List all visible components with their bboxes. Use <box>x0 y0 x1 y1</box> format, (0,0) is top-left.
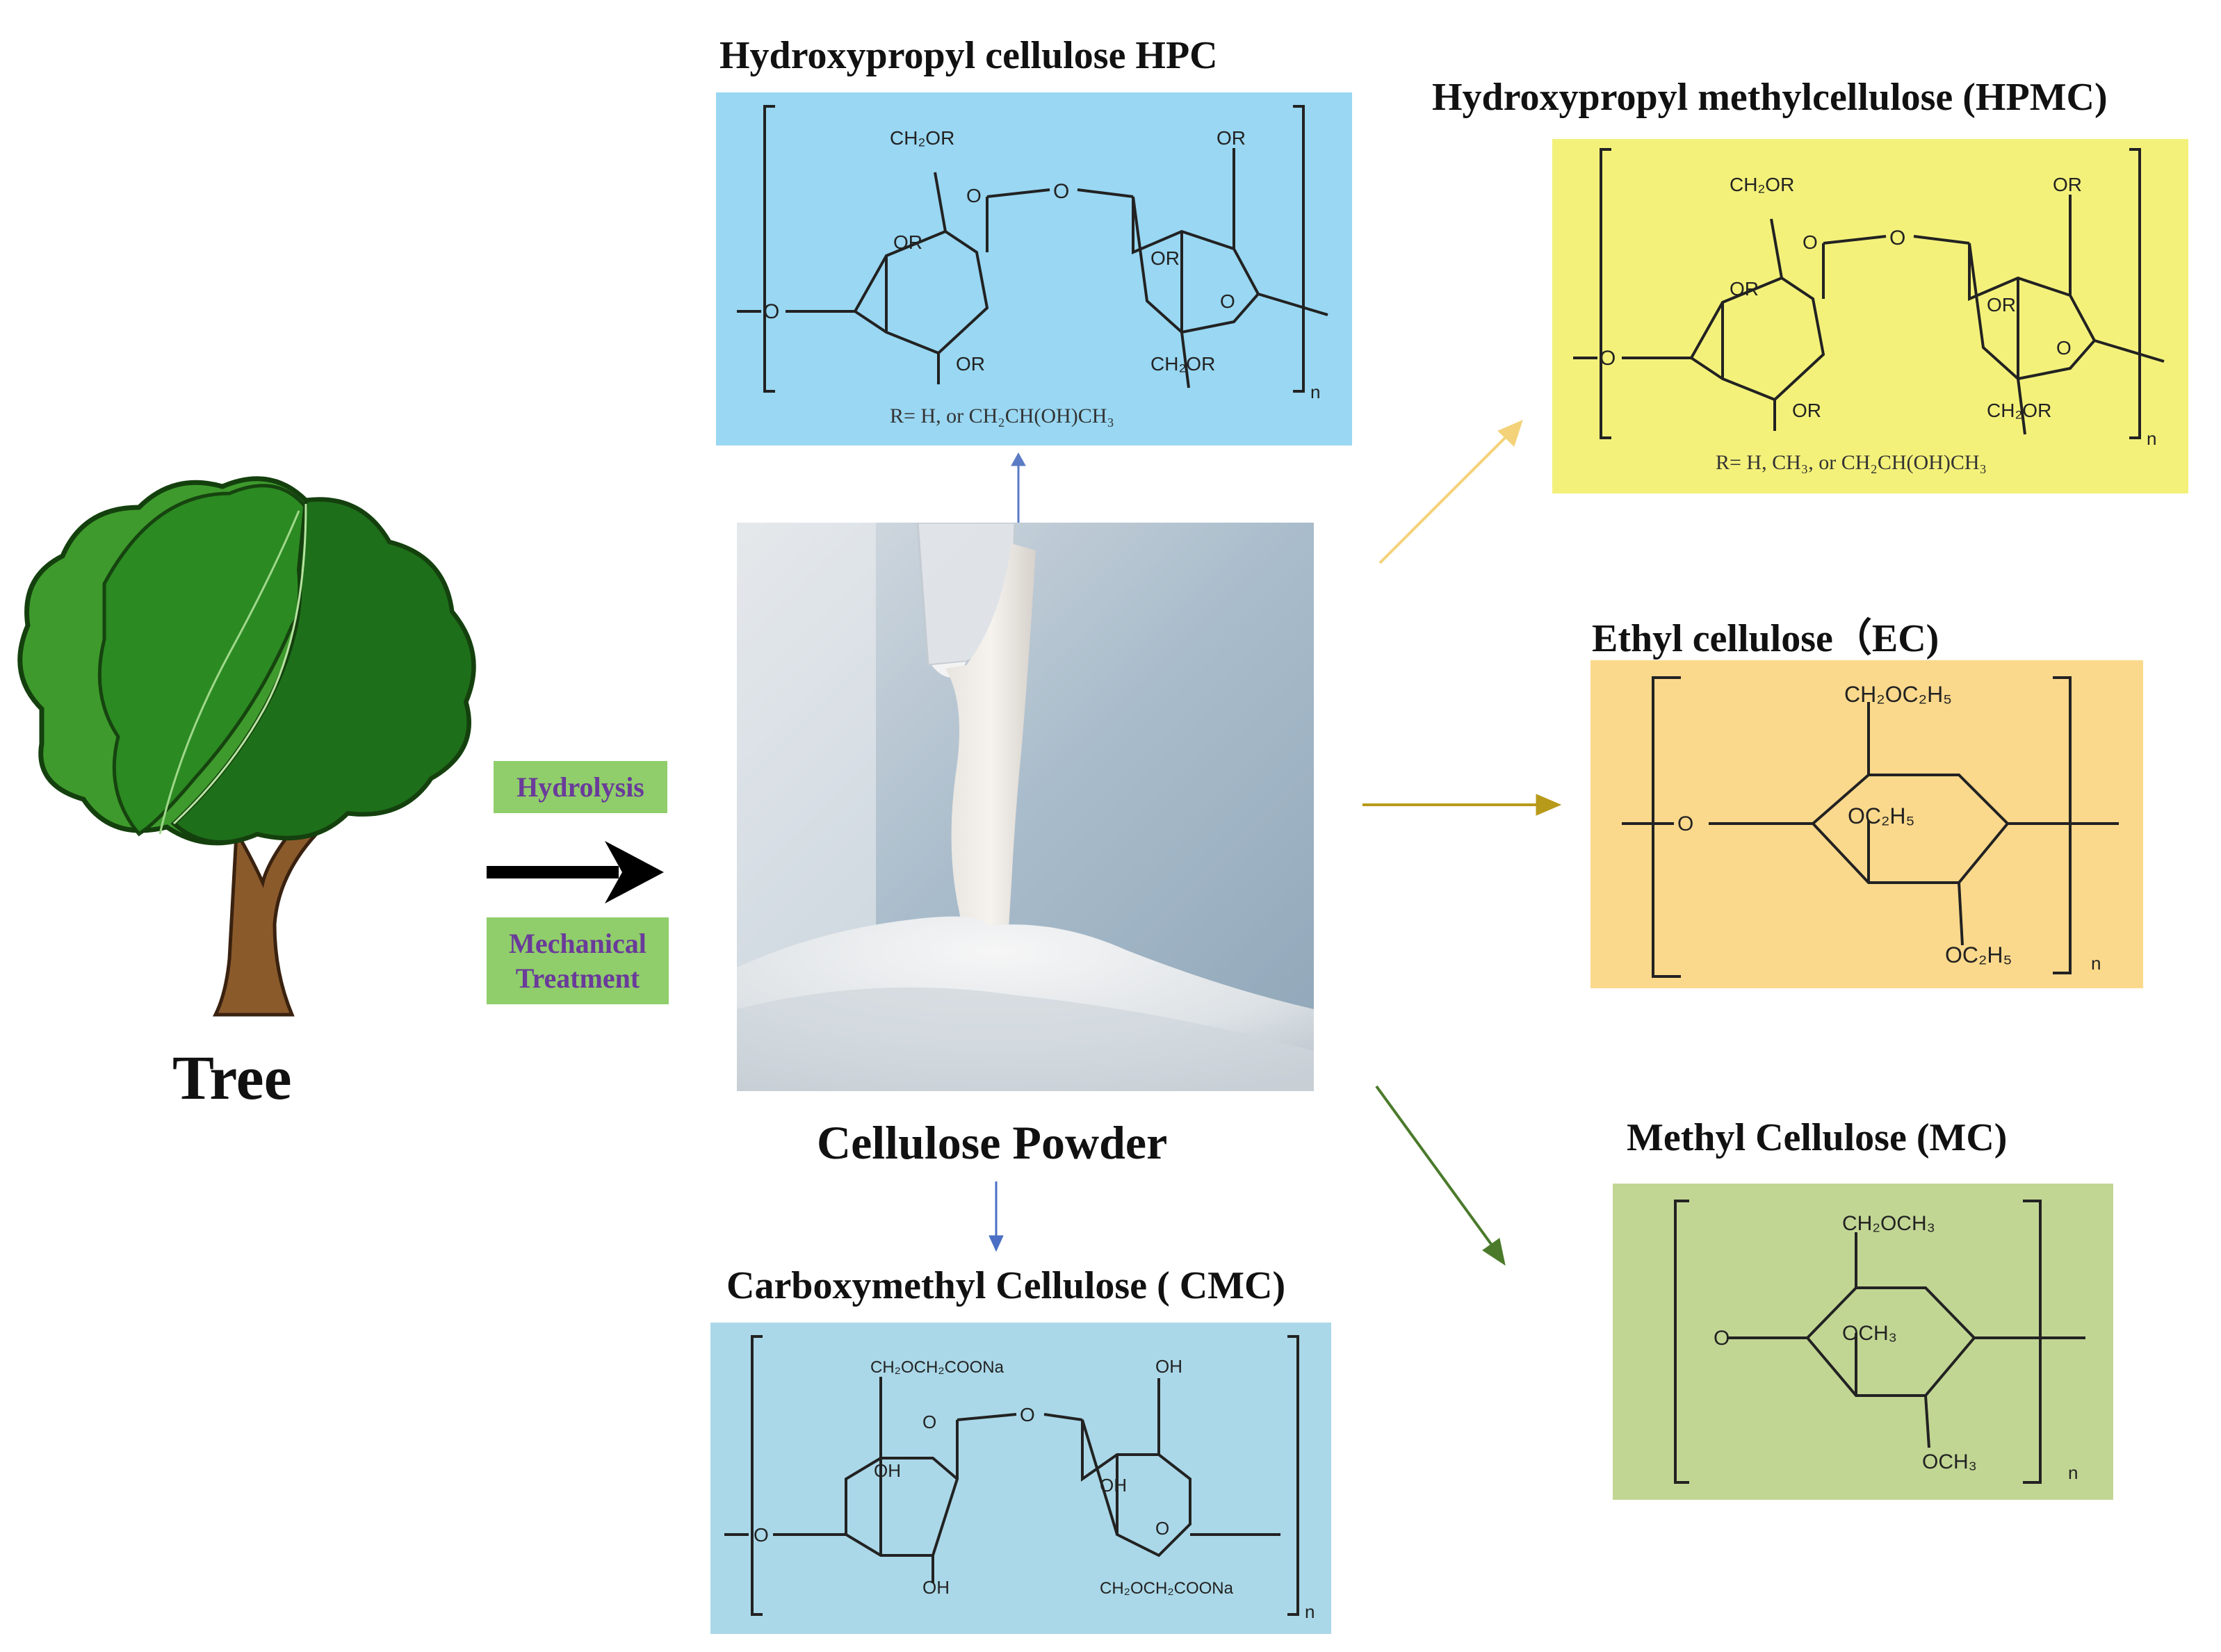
mc-n: n <box>2068 1462 2078 1483</box>
process-arrow <box>487 841 664 903</box>
hpc-or-top: OR <box>1217 127 1246 149</box>
ec-mid-substituent: OC₂H₅ <box>1848 803 1914 828</box>
hpmc-o-ring1: O <box>1803 231 1818 253</box>
cmc-oh-top: OH <box>1155 1356 1182 1377</box>
hpc-o-ring2: O <box>1220 291 1235 312</box>
hpc-n: n <box>1310 382 1320 402</box>
cmc-oh-ring2: OH <box>1100 1475 1127 1496</box>
hpmc-or-top: OR <box>2053 174 2082 195</box>
hpc-o-bridge: O <box>1053 180 1069 203</box>
hpc-title: Hydroxypropyl cellulose HPC <box>719 34 1218 77</box>
hpmc-o-bridge: O <box>1889 227 1905 250</box>
hpmc-background <box>1552 139 2188 493</box>
hpmc-n: n <box>2147 428 2156 449</box>
hpc-o-ring1: O <box>966 185 982 206</box>
tree-illustration <box>17 476 476 1017</box>
mc-structure: CH₂OCH₃ OCH₃ O OCH₃ n <box>1613 1184 2113 1500</box>
mc-top-substituent: CH₂OCH₃ <box>1842 1212 1935 1235</box>
hpmc-ch2or-bottom: CH₂OR <box>1987 400 2051 421</box>
tree-label: Tree <box>172 1044 292 1113</box>
mechanical-treatment-label: Mechanical Treatment <box>487 917 669 1004</box>
ec-title: Ethyl cellulose（EC) <box>1592 617 1939 660</box>
ec-bottom-substituent: OC₂H₅ <box>1945 942 2012 967</box>
cmc-o-left: O <box>754 1524 769 1546</box>
mc-o-left: O <box>1714 1327 1730 1350</box>
treatment-text: Treatment <box>515 962 640 994</box>
arrow-to-hpc <box>1011 452 1026 523</box>
ec-n: n <box>2091 953 2101 974</box>
cmc-ch2-top: CH₂OCH₂COONa <box>870 1358 1004 1377</box>
hpmc-o-left: O <box>1600 347 1616 370</box>
hpmc-title: Hydroxypropyl methylcellulose (HPMC) <box>1432 76 2108 119</box>
hpmc-structure: CH₂OR OR O O OR OR O O OR CH₂OR n R= H, … <box>1552 139 2188 493</box>
cellulose-powder-label: Cellulose Powder <box>817 1116 1168 1169</box>
cellulose-powder-image <box>737 523 1314 1091</box>
hpc-ch2or-bottom: CH₂OR <box>1150 353 1215 375</box>
hpc-background <box>716 92 1352 445</box>
mc-mid-substituent: OCH₃ <box>1842 1322 1897 1345</box>
hpmc-or-bottom: OR <box>1792 400 1821 421</box>
hpmc-ch2or-top: CH₂OR <box>1730 174 1794 195</box>
tree-canopy-mid <box>97 484 319 837</box>
cmc-oh-ring1: OH <box>874 1460 901 1481</box>
mechanical-text: Mechanical <box>509 927 646 959</box>
hpc-r-note: R= H, or CH₂CH(OH)CH₃ <box>890 404 1114 427</box>
cmc-oh-bottom: OH <box>922 1577 950 1598</box>
cmc-o-ring1: O <box>922 1412 936 1432</box>
hpc-or-bottom: OR <box>956 353 985 375</box>
arrow-to-cmc <box>989 1181 1004 1252</box>
cmc-o-bridge: O <box>1020 1404 1035 1425</box>
ec-structure: CH₂OC₂H₅ OC₂H₅ O OC₂H₅ n <box>1591 660 2143 988</box>
mc-bottom-substituent: OCH₃ <box>1922 1450 1977 1473</box>
mc-background <box>1613 1184 2113 1500</box>
hpc-ch2or-top: CH₂OR <box>890 127 954 149</box>
hydrolysis-label: Hydrolysis <box>494 761 667 813</box>
arrow-to-ec <box>1362 794 1562 816</box>
hpc-structure: CH₂OR OR O O OR OR O O OR CH₂OR n R= H, … <box>716 92 1352 445</box>
arrow-to-mc <box>1375 1085 1506 1266</box>
cmc-n: n <box>1305 1601 1315 1622</box>
cmc-structure: CH₂OCH₂COONa OH O O OH OH O O OH CH₂OCH₂… <box>710 1323 1331 1634</box>
hpc-or-ring1: OR <box>893 231 922 253</box>
mc-title: Methyl Cellulose (MC) <box>1627 1116 2008 1159</box>
cmc-ch2-bottom: CH₂OCH₂COONa <box>1100 1579 1234 1598</box>
hpc-or-ring2: OR <box>1150 247 1180 269</box>
ec-o-left: O <box>1677 812 1693 835</box>
hpmc-r-note: R= H, CH₃, or CH₂CH(OH)CH₃ <box>1716 451 1987 474</box>
tree-trunk <box>212 819 320 1017</box>
hpmc-or-ring2: OR <box>1987 294 2016 316</box>
ec-top-substituent: CH₂OC₂H₅ <box>1844 682 1952 707</box>
hpc-o-left: O <box>763 300 779 323</box>
cmc-background <box>710 1323 1331 1634</box>
hpmc-or-ring1: OR <box>1730 278 1759 300</box>
cmc-title: Carboxymethyl Cellulose ( CMC) <box>726 1264 1286 1307</box>
cmc-o-ring2: O <box>1155 1518 1169 1539</box>
arrow-to-hpmc <box>1378 420 1523 564</box>
hpmc-o-ring2: O <box>2056 337 2072 359</box>
